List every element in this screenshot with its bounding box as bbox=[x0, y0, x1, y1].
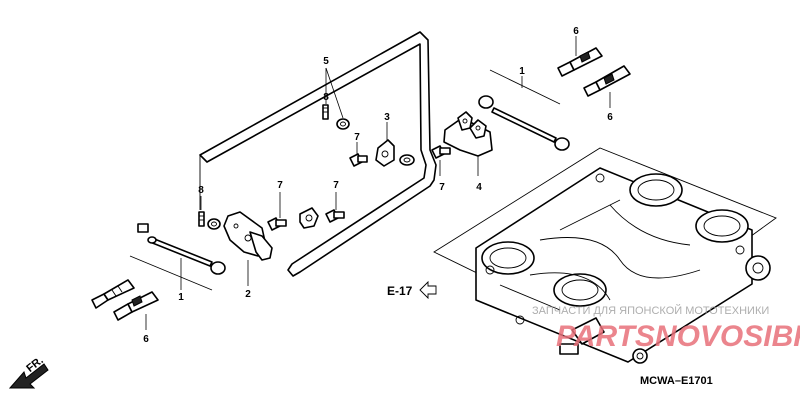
callout-6-right-bottom: 6 bbox=[607, 112, 613, 123]
callout-3: 3 bbox=[384, 112, 390, 123]
sensor-block bbox=[559, 317, 605, 355]
callout-1-right: 1 bbox=[519, 66, 525, 77]
callout-7-mid: 7 bbox=[333, 180, 339, 191]
spring-pin-left bbox=[198, 211, 205, 227]
reference-label: E-17 bbox=[387, 284, 413, 298]
spring-pin-top bbox=[322, 104, 329, 120]
bolt-7-a bbox=[349, 153, 368, 167]
watermark-brand: PARTSNOVOSIBR.RU bbox=[556, 320, 800, 353]
throttle-bore-1 bbox=[481, 241, 535, 275]
throttle-body-assembly bbox=[433, 147, 777, 364]
callout-6-left: 6 bbox=[143, 334, 149, 345]
adjuster-screw-6-left-b bbox=[113, 291, 159, 321]
throttle-bore-3 bbox=[629, 173, 683, 207]
throttle-link-rod bbox=[199, 31, 437, 277]
callout-7-right: 7 bbox=[439, 182, 445, 193]
callout-2: 2 bbox=[245, 289, 251, 300]
callout-1-left: 1 bbox=[178, 292, 184, 303]
throttle-bore-4 bbox=[695, 209, 749, 243]
bolt-7-b bbox=[431, 145, 451, 159]
nut bbox=[399, 154, 415, 166]
callout-5: 5 bbox=[323, 56, 329, 67]
bolt-7-c bbox=[267, 217, 287, 231]
throttle-pulley bbox=[745, 255, 771, 281]
callout-7-mid-left: 7 bbox=[277, 180, 283, 191]
callout-4: 4 bbox=[476, 182, 482, 193]
shaft-1-right bbox=[478, 95, 570, 151]
reference-arrow bbox=[419, 280, 437, 300]
callout-8-top: 8 bbox=[323, 92, 329, 103]
link-plate-2 bbox=[223, 211, 273, 261]
lever-3 bbox=[375, 139, 395, 167]
callout-7-top: 7 bbox=[354, 132, 360, 143]
adjuster-screw-6-left-a bbox=[91, 279, 135, 309]
washer-left bbox=[207, 218, 221, 230]
throttle-bore-2 bbox=[553, 273, 607, 307]
callout-6-right-top: 6 bbox=[573, 26, 579, 37]
bracket-4 bbox=[443, 111, 493, 157]
clip bbox=[299, 207, 319, 229]
adjuster-screw-6-right-a bbox=[557, 47, 603, 77]
front-arrow-icon bbox=[8, 363, 49, 389]
washer-5 bbox=[336, 118, 350, 130]
bolt-7-d bbox=[325, 209, 345, 223]
watermark-tagline: ЗАПЧАСТИ ДЛЯ ЯПОНСКОЙ МОТОТЕХНИКИ bbox=[532, 304, 769, 317]
diagram-code: MCWA–E1701 bbox=[640, 375, 713, 387]
callout-8-left: 8 bbox=[198, 185, 204, 196]
shaft-1-left bbox=[137, 223, 226, 275]
adjuster-screw-6-right-b bbox=[583, 65, 631, 97]
lower-connector bbox=[632, 348, 648, 364]
